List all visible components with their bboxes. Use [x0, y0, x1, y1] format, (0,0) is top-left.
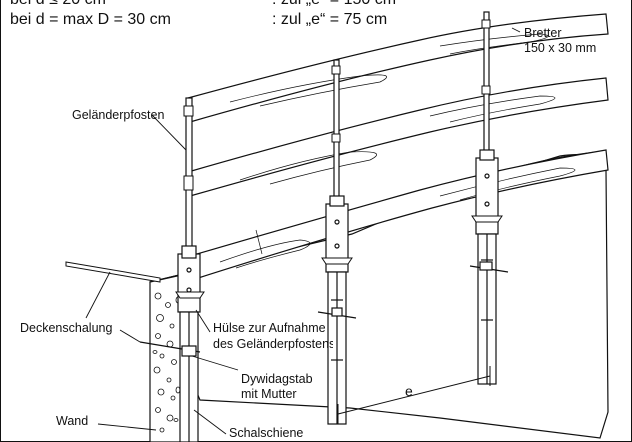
label-bretter: Bretter: [524, 26, 562, 40]
post-middle: [333, 59, 340, 207]
sleeve-right: [475, 149, 499, 385]
wall-gravel-texture: [152, 292, 181, 433]
label-schalschiene: Schalschiene: [229, 426, 304, 440]
header-line1-left: bei d ≤ 20 cm: [10, 0, 106, 8]
header-line2-left: bei d = max D = 30 cm: [10, 11, 171, 28]
post-clips: [183, 19, 491, 191]
label-bretter-size: 150 x 30 mm: [524, 41, 597, 55]
label-wand: Wand: [56, 414, 89, 428]
header-line1-right: : zul „e“ = 150 cm: [272, 0, 396, 8]
leader-lines: [85, 27, 521, 435]
boards: [187, 13, 609, 281]
board-middle: [187, 77, 609, 197]
dimension-e: [337, 366, 491, 424]
label-huelse-line1: Hülse zur Aufnahme: [213, 321, 326, 335]
label-gelaenderpfosten: Geländerpfosten: [72, 108, 165, 122]
tie-rods: [139, 261, 509, 357]
slab-surface: [149, 154, 609, 439]
label-dywidag-line2: mit Mutter: [241, 387, 297, 401]
wing-nuts: [175, 215, 503, 299]
deckenschalung-board: [65, 261, 161, 283]
label-huelse-line2: des Geländerpfostens: [213, 337, 333, 351]
board-top: [187, 13, 609, 123]
wall-body: [149, 273, 189, 442]
label-dywidag-line1: Dywidagstab: [241, 372, 313, 386]
header-line2-right: : zul „e“ = 75 cm: [272, 11, 388, 28]
label-dimension-e: e: [405, 383, 413, 399]
sleeve-left: [177, 245, 201, 442]
label-deckenschalung: Deckenschalung: [20, 321, 113, 335]
